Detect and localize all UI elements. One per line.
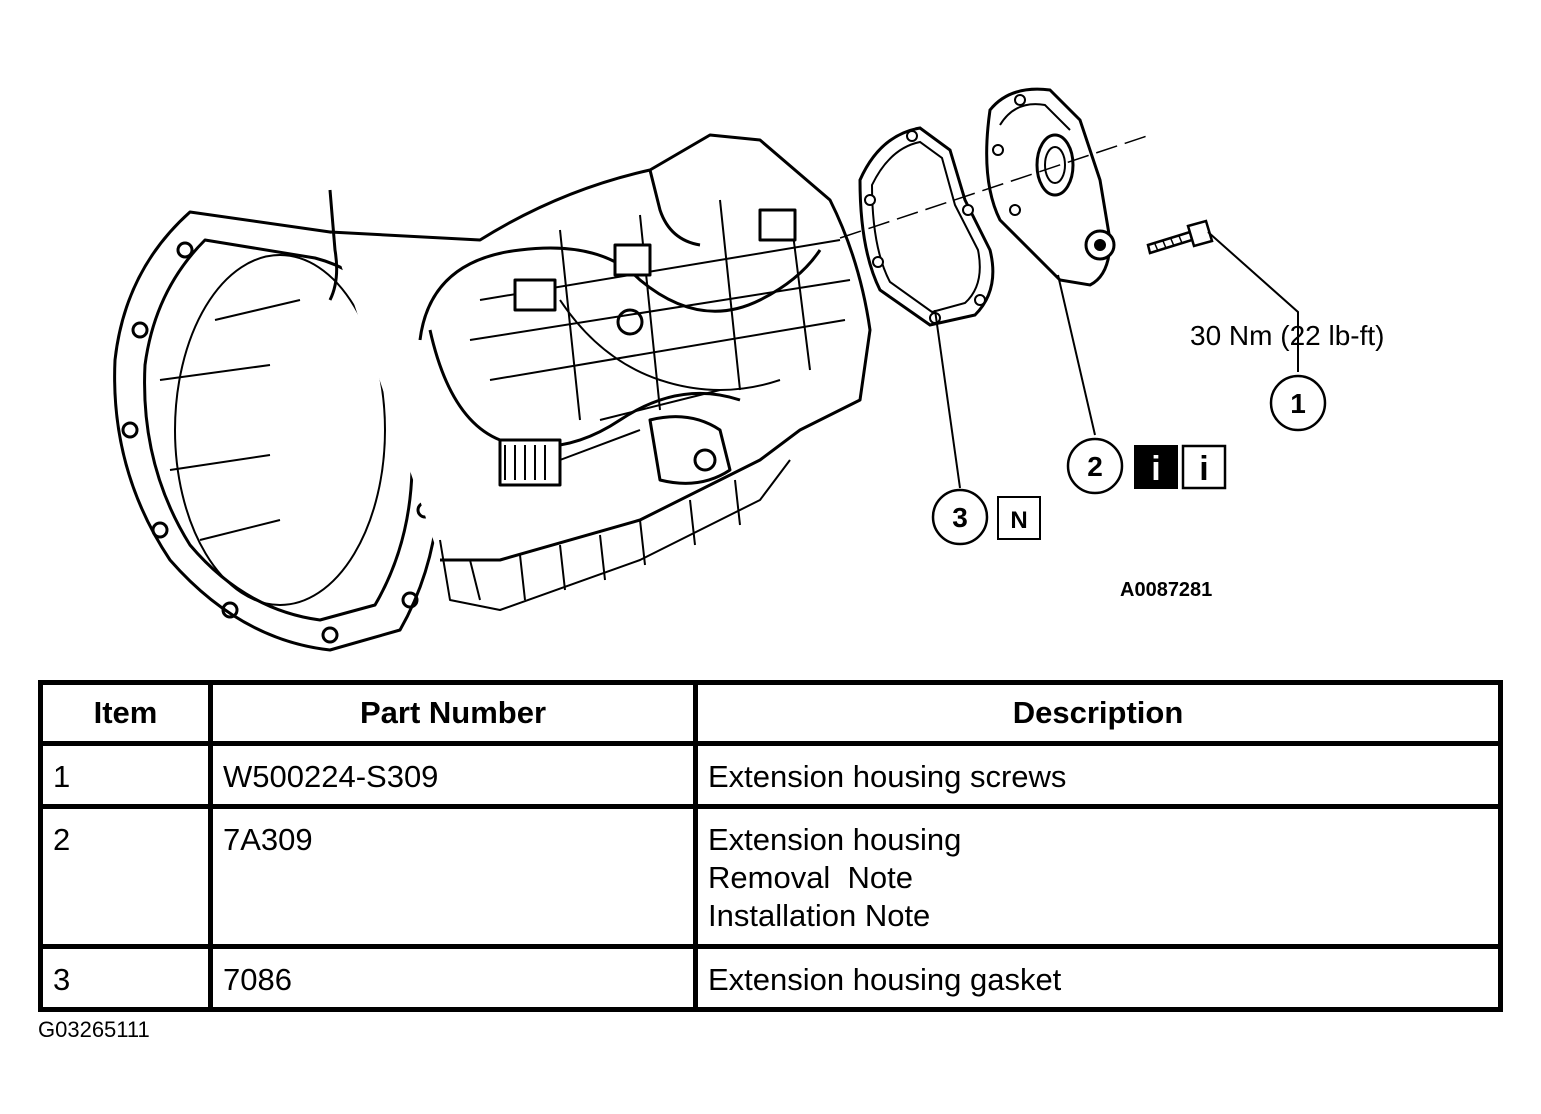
callout-2: 2 (1066, 437, 1124, 495)
installation-note-info-glyph: i (1199, 450, 1208, 488)
part-number-cell: 7086 (208, 944, 698, 1012)
table-row: 2 7A309 Extension housing Removal Note I… (38, 804, 1503, 949)
part-number-cell: 7A309 (208, 804, 698, 949)
leader-line-2 (1057, 274, 1096, 436)
part-number-cell: W500224-S309 (208, 741, 698, 809)
callout-3-number: 3 (952, 502, 968, 533)
description-cell: Extension housing Removal Note Installat… (693, 804, 1503, 949)
new-part-glyph: N (1010, 507, 1027, 534)
leader-line-1 (1207, 231, 1299, 372)
callout-1-number: 1 (1290, 388, 1306, 419)
column-header-part-number: Part Number (208, 680, 698, 746)
item-cell: 3 (38, 944, 213, 1012)
leader-line-3 (934, 309, 961, 489)
installation-note-info-icon: i (1181, 444, 1227, 490)
item-cell: 1 (38, 741, 213, 809)
item-cell: 2 (38, 804, 213, 949)
removal-note-link[interactable]: Removal Note (708, 860, 914, 895)
parts-table: Item Part Number Description 1 W500224-S… (38, 680, 1503, 1012)
callout-2-number: 2 (1087, 451, 1103, 482)
assembly-centerline (839, 134, 1151, 239)
extension-housing-screw-drawing (1146, 219, 1214, 255)
description-cell: Extension housing screws (693, 741, 1503, 809)
callout-3: 3 (931, 488, 989, 546)
art-code-label: A0087281 (1120, 579, 1212, 601)
table-header-row: Item Part Number Description (38, 680, 1503, 746)
description-line: Extension housing screws (708, 759, 1067, 794)
description-cell: Extension housing gasket (693, 944, 1503, 1012)
torque-spec-label: 30 Nm (22 lb-ft) (1190, 320, 1385, 351)
exploded-view-diagram: 30 Nm (22 lb-ft) 1 2 i i 3 N A0087281 (113, 87, 1385, 652)
transmission-illustration (113, 133, 872, 652)
callout-1: 1 (1269, 374, 1327, 432)
removal-note-info-glyph: i (1151, 450, 1160, 488)
description-line: Extension housing gasket (708, 962, 1062, 997)
table-row: 3 7086 Extension housing gasket (38, 944, 1503, 1012)
column-header-description: Description (693, 680, 1503, 746)
table-row: 1 W500224-S309 Extension housing screws (38, 741, 1503, 809)
installation-note-link[interactable]: Installation Note (708, 898, 931, 933)
figure-code: G03265111 (38, 1017, 150, 1042)
extension-housing-gasket-drawing (858, 126, 995, 327)
new-part-icon: N (997, 496, 1041, 540)
column-header-item: Item (38, 680, 213, 746)
description-line: Extension housing (708, 822, 962, 857)
removal-note-info-icon: i (1134, 445, 1178, 489)
